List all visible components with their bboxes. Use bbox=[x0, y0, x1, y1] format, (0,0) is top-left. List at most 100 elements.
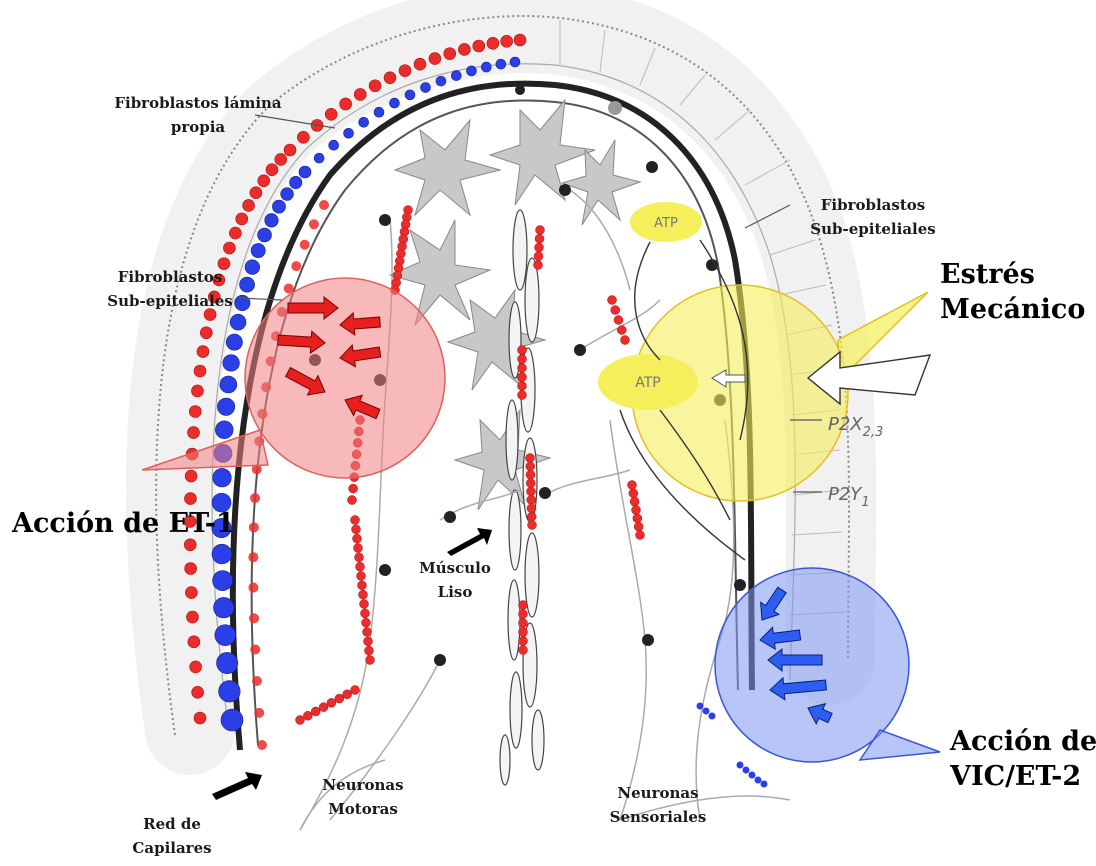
granule bbox=[519, 628, 528, 637]
red-cell bbox=[254, 708, 264, 718]
blue-cell bbox=[245, 260, 260, 275]
neuronas-motoras-label-2: Motoras bbox=[328, 800, 398, 818]
blue-cell bbox=[299, 166, 311, 178]
granule bbox=[632, 506, 641, 515]
red-cell bbox=[257, 740, 267, 750]
red-cell bbox=[229, 227, 241, 239]
accion-vic-label-2: VIC/ET-2 bbox=[949, 761, 1081, 792]
red-cell bbox=[354, 88, 366, 100]
granule bbox=[335, 694, 344, 703]
granule bbox=[749, 772, 756, 779]
blue-cell bbox=[451, 71, 461, 81]
granule bbox=[608, 296, 617, 305]
granule bbox=[518, 364, 527, 373]
red-cell bbox=[325, 108, 337, 120]
p2x-subscript: 2,3 bbox=[863, 425, 884, 440]
granule bbox=[526, 462, 535, 471]
granule bbox=[709, 713, 716, 720]
musculo-label-1: Músculo bbox=[419, 559, 491, 577]
granule bbox=[611, 306, 620, 315]
red-cell bbox=[184, 539, 196, 551]
granule bbox=[363, 628, 372, 637]
fibroblastos-sub-right-label-1: Fibroblastos bbox=[821, 196, 925, 214]
red-cell bbox=[275, 153, 287, 165]
red-cell bbox=[414, 58, 426, 70]
granule bbox=[518, 346, 527, 355]
musculo-arrow bbox=[447, 528, 492, 556]
et1-action-zone bbox=[245, 278, 445, 478]
red-cell bbox=[243, 199, 255, 211]
granule bbox=[351, 516, 360, 525]
blue-cell bbox=[374, 107, 384, 117]
blue-cell bbox=[240, 277, 255, 292]
granule bbox=[343, 690, 352, 699]
red-cell bbox=[185, 562, 197, 574]
p2x-text: P2X bbox=[828, 414, 863, 435]
granule bbox=[361, 609, 370, 618]
granule bbox=[633, 514, 642, 523]
red-cell bbox=[284, 284, 294, 294]
granule bbox=[311, 707, 320, 716]
neuronas-sensoriales-label-2: Sensoriales bbox=[610, 808, 707, 826]
fibroblastos-lamina-label-1: Fibroblastos lámina bbox=[114, 94, 282, 112]
red-cell bbox=[487, 37, 499, 49]
granule bbox=[355, 553, 364, 562]
blue-cell bbox=[217, 652, 238, 673]
blue-cell bbox=[251, 243, 265, 257]
red-cell bbox=[458, 43, 470, 55]
granule bbox=[365, 646, 374, 655]
red-cell bbox=[248, 552, 258, 562]
blue-cell bbox=[389, 98, 399, 108]
blue-cell bbox=[221, 709, 243, 731]
blue-cell bbox=[215, 421, 233, 439]
granule bbox=[526, 454, 535, 463]
granule bbox=[327, 698, 336, 707]
blue-cell bbox=[230, 314, 246, 330]
red-cell bbox=[473, 40, 485, 52]
granule bbox=[303, 711, 312, 720]
red-cell bbox=[501, 35, 513, 47]
granule bbox=[518, 382, 527, 391]
blue-cell bbox=[215, 625, 236, 646]
blue-cell bbox=[214, 597, 234, 617]
red-cell bbox=[309, 219, 319, 229]
granule bbox=[366, 656, 375, 665]
granule bbox=[526, 470, 535, 479]
red-cell bbox=[248, 583, 258, 593]
blue-cell bbox=[344, 128, 354, 138]
granule bbox=[348, 496, 357, 505]
granule bbox=[636, 531, 645, 540]
atp-small-label: ATP bbox=[654, 216, 678, 231]
red-cell bbox=[266, 164, 278, 176]
accion-et1-label: Acción de ET-1 bbox=[11, 508, 235, 539]
red-cell bbox=[340, 98, 352, 110]
granule bbox=[518, 355, 527, 364]
granule bbox=[319, 703, 328, 712]
red-cell bbox=[185, 587, 197, 599]
red-cell bbox=[192, 686, 204, 698]
red-cell bbox=[188, 427, 200, 439]
fibroblastos-sub-right-label-2: Sub-epiteliales bbox=[810, 220, 935, 238]
red-cell bbox=[186, 611, 198, 623]
granule bbox=[527, 495, 536, 504]
blue-cell bbox=[405, 90, 415, 100]
red-cell bbox=[204, 309, 216, 321]
fibroblastos-sub-left-label-2: Sub-epiteliales bbox=[107, 292, 232, 310]
red-cell bbox=[300, 240, 310, 250]
blue-cell bbox=[219, 681, 241, 703]
red-cell bbox=[252, 676, 262, 686]
red-cell bbox=[194, 365, 206, 377]
granule bbox=[364, 637, 373, 646]
granule bbox=[617, 326, 626, 335]
fibroblastos-lamina-label-2: propia bbox=[171, 118, 226, 136]
red-capilares-label-1: Red de bbox=[143, 815, 201, 833]
granule bbox=[743, 767, 750, 774]
blue-cell bbox=[213, 571, 233, 591]
granule bbox=[527, 512, 536, 521]
granule bbox=[621, 336, 630, 345]
red-cell bbox=[284, 144, 296, 156]
granule bbox=[703, 708, 710, 715]
granule bbox=[697, 703, 704, 710]
